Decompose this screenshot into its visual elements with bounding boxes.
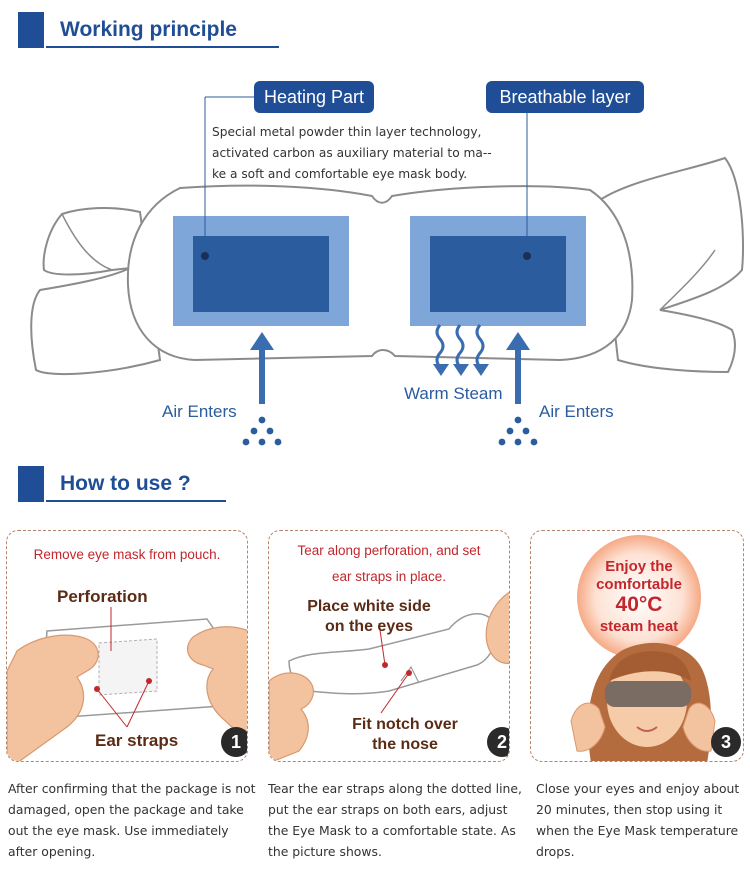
heat-bubble [577, 535, 701, 659]
step-1-caption: Remove eye mask from pouch. [33, 547, 221, 562]
step-card-1: Remove eye mask from pouch. Perforation … [6, 530, 248, 762]
step-2-caption-line-2: ear straps in place. [331, 569, 447, 584]
step-card-2: Tear along perforation, and set ear stra… [268, 530, 510, 762]
step-3-badge: 3 [711, 727, 741, 757]
heating-part-label: Heating Part [254, 81, 374, 113]
air-dots-left [242, 416, 282, 446]
section-title: How to use ? [60, 472, 191, 495]
step-1-description: After confirming that the package is not… [8, 781, 256, 859]
step-card-3: Enjoy the comfortable 40°C steam heat 3 [530, 530, 744, 762]
heating-description: Special metal powder thin layer technolo… [212, 125, 492, 181]
bubble-temperature: 40°C [615, 593, 663, 616]
section-tab-marker [18, 466, 44, 502]
step-2-description: Tear the ear straps along the dotted lin… [268, 781, 522, 859]
breathable-layer-label: Breathable layer [486, 81, 644, 113]
bubble-line-1: Enjoy the [605, 558, 673, 575]
section-title: Working principle [60, 18, 237, 41]
worn-eye-mask [605, 681, 691, 707]
step-1-illustration [7, 607, 247, 761]
bubble-line-4: steam heat [599, 618, 679, 635]
steam-arrows [435, 324, 485, 368]
right-pad-inner [430, 236, 566, 312]
mask-diagram [30, 96, 744, 446]
bubble-line-2: comfortable [596, 576, 682, 593]
perforation-label: Perforation [57, 587, 148, 606]
air-enters-left-label: Air Enters [162, 402, 237, 421]
left-pad-inner [193, 236, 329, 312]
place-white-side-label-line-1: Place white side [307, 598, 431, 615]
air-enters-right-label: Air Enters [539, 402, 614, 421]
section-underline [46, 500, 226, 502]
fit-notch-label-line-2: the nose [372, 736, 438, 753]
air-dots-right [498, 416, 538, 446]
working-principle-header: Working principle [18, 12, 279, 48]
how-to-use-header: How to use ? [18, 466, 226, 502]
section-tab-marker [18, 12, 44, 48]
warm-steam-label: Warm Steam [404, 384, 503, 403]
step-3-illustration [570, 535, 716, 761]
step-2-illustration [269, 591, 509, 761]
fit-notch-label-line-1: Fit notch over [352, 716, 458, 733]
step-2-caption-line-1: Tear along perforation, and set [297, 543, 481, 558]
step-1-badge: 1 [221, 727, 247, 757]
right-ear-strap [598, 156, 744, 374]
place-white-side-label-line-2: on the eyes [324, 618, 414, 635]
section-underline [46, 46, 279, 48]
step-3-description: Close your eyes and enjoy about 20 minut… [536, 781, 740, 859]
ear-straps-label: Ear straps [95, 731, 179, 750]
step-2-badge: 2 [487, 727, 509, 757]
